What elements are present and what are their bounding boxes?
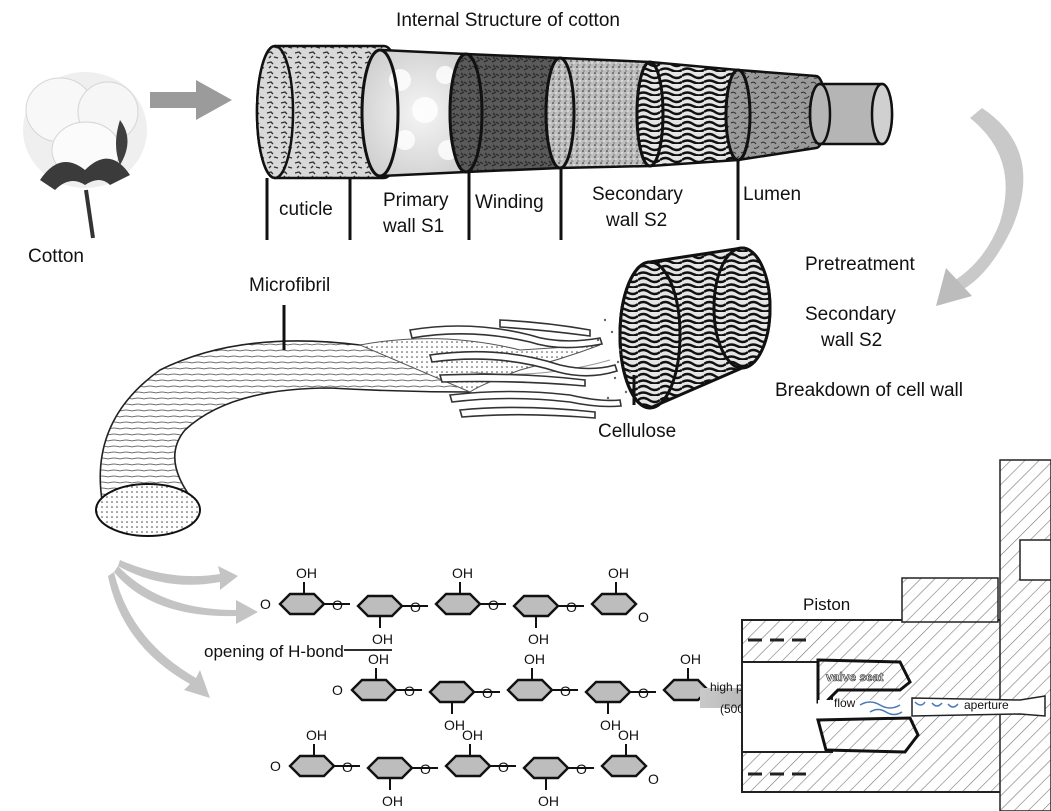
bridge-oxygen: O: [404, 683, 415, 699]
glucose-ring: [446, 756, 490, 776]
chain-end-o: O: [648, 771, 659, 787]
bridge-oxygen: O: [498, 759, 509, 775]
chain-end-o: O: [638, 609, 649, 625]
glucose-ring: [592, 594, 636, 614]
hydroxyl-label: OH: [296, 565, 317, 581]
bridge-oxygen: O: [638, 685, 649, 701]
s2-wall-block: [620, 248, 770, 408]
label-secondary-2: wall S2: [605, 210, 667, 231]
hydroxyl-label: OH: [538, 793, 559, 809]
glucose-ring: [524, 758, 568, 778]
hydroxyl-label: OH: [382, 793, 403, 809]
hydroxyl-label: OH: [452, 565, 473, 581]
glucose-ring: [430, 682, 474, 702]
label-primary-2: wall S1: [382, 216, 444, 237]
bridge-oxygen: O: [342, 759, 353, 775]
glucose-ring: [508, 680, 552, 700]
diagram-title: Internal Structure of cotton: [396, 10, 620, 31]
label-lumen: Lumen: [743, 184, 801, 205]
pretreatment-arrow: [936, 108, 1023, 306]
cotton-boll-image: [23, 72, 147, 238]
bridge-oxygen: O: [576, 761, 587, 777]
microfibril-bundle: [96, 339, 610, 536]
label-s2-line1: Secondary: [805, 304, 896, 325]
hydroxyl-label: OH: [680, 651, 701, 667]
label-flow: flow: [834, 696, 856, 710]
label-breakdown: Breakdown of cell wall: [775, 380, 963, 401]
bridge-oxygen: O: [332, 597, 343, 613]
label-piston: Piston: [803, 595, 850, 614]
glucose-ring: [586, 682, 630, 702]
fan-arrows: [108, 560, 258, 698]
chain-end-o: O: [260, 596, 271, 612]
bridge-oxygen: O: [560, 683, 571, 699]
label-primary-1: Primary: [383, 190, 449, 211]
bridge-oxygen: O: [410, 599, 421, 615]
glucose-ring: [436, 594, 480, 614]
hydroxyl-label: OH: [306, 727, 327, 743]
bridge-oxygen: O: [420, 761, 431, 777]
hydroxyl-label: OH: [368, 651, 389, 667]
label-opening-hbond: opening of H-bond: [204, 642, 344, 661]
bridge-oxygen: O: [488, 597, 499, 613]
cotton-label: Cotton: [28, 246, 84, 267]
label-s2-line2: wall S2: [820, 330, 882, 351]
glucose-ring: [602, 756, 646, 776]
hydroxyl-label: OH: [528, 631, 549, 647]
label-secondary-1: Secondary: [592, 184, 683, 205]
bridge-oxygen: O: [566, 599, 577, 615]
glucose-ring: [514, 596, 558, 616]
label-cuticle: cuticle: [279, 199, 333, 220]
glucose-ring: [358, 596, 402, 616]
label-cellulose: Cellulose: [598, 421, 676, 442]
fiber-cross-section: [257, 46, 892, 178]
glucose-ring: [290, 756, 334, 776]
hydroxyl-label: OH: [608, 565, 629, 581]
glucose-ring: [368, 758, 412, 778]
label-aperture: aperture: [964, 698, 1009, 712]
chain-end-o: O: [270, 758, 281, 774]
arrow-cotton-to-fiber: [150, 80, 232, 120]
chain-end-o: O: [332, 682, 343, 698]
hydroxyl-label: OH: [524, 651, 545, 667]
bridge-oxygen: O: [482, 685, 493, 701]
homogenizer-schematic: [742, 460, 1051, 811]
label-microfibril: Microfibril: [249, 275, 330, 296]
hydroxyl-label: OH: [372, 631, 393, 647]
glucose-ring: [280, 594, 324, 614]
label-pretreatment: Pretreatment: [805, 254, 916, 275]
glucose-ring: [352, 680, 396, 700]
hydroxyl-label: OH: [618, 727, 639, 743]
label-winding: Winding: [475, 192, 544, 213]
hydroxyl-label: OH: [462, 727, 483, 743]
label-valve-seat: valve seat: [826, 670, 883, 684]
